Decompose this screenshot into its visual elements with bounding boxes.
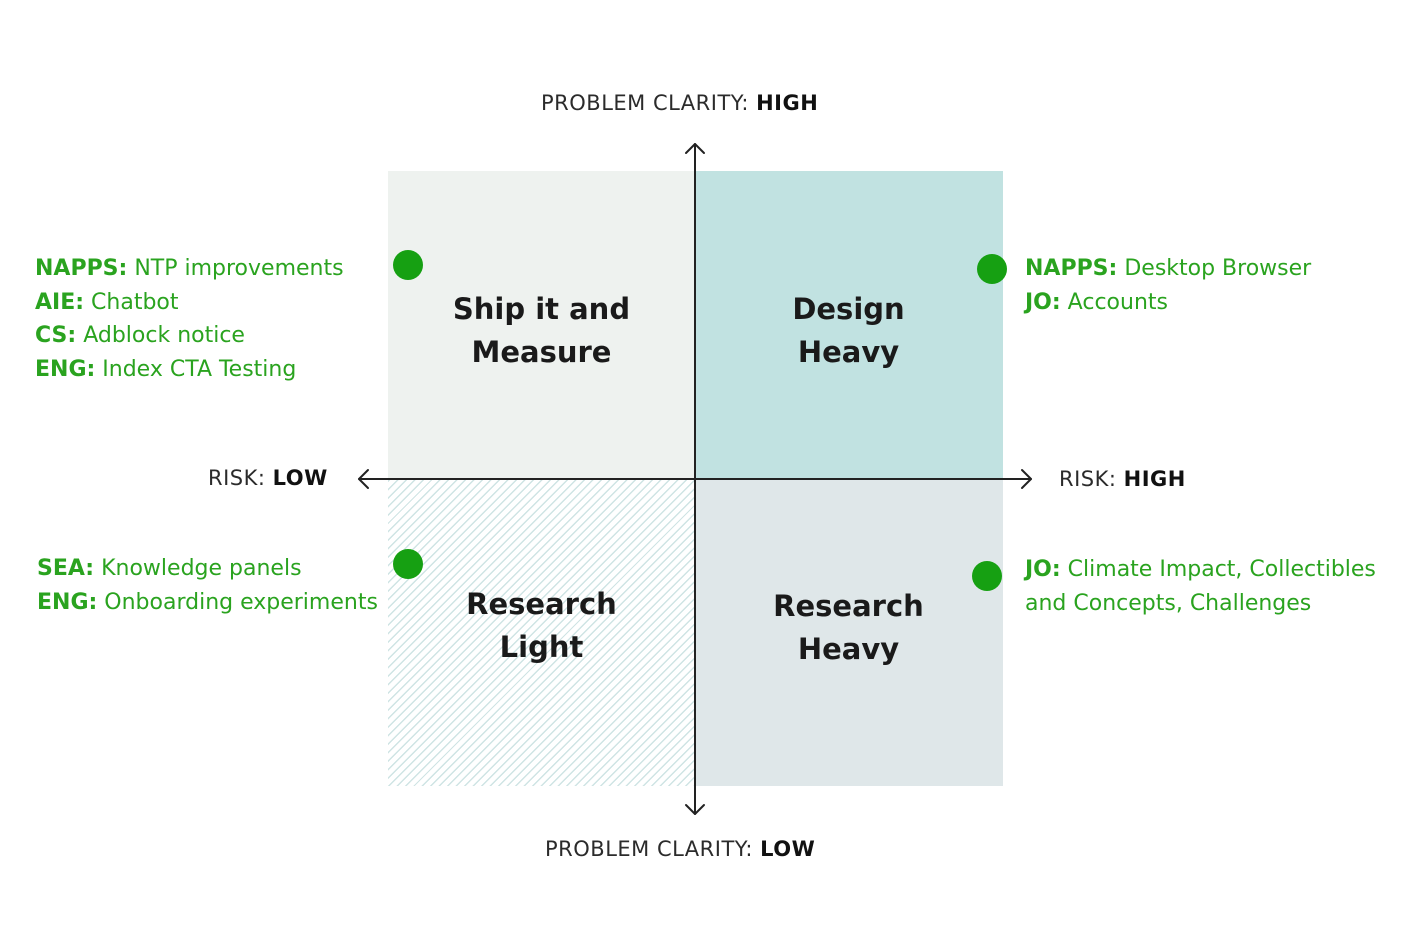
quadrant-ship-it-and-measure: Ship it and Measure <box>388 171 695 479</box>
quadrant-design-heavy: Design Heavy <box>695 171 1003 479</box>
quadrant-label-line: Measure <box>471 335 612 369</box>
project-list-top-left: NAPPS: NTP improvements AIE: Chatbot CS:… <box>35 252 344 387</box>
quadrant-label-line: Research <box>466 587 617 621</box>
quadrant-label-line: Design <box>792 292 905 326</box>
quadrant-label-line: Heavy <box>797 335 900 369</box>
project-item: SEA: Knowledge panels <box>37 556 302 581</box>
marker-dot-top-right <box>977 254 1007 284</box>
project-item: CS: Adblock notice <box>35 323 245 349</box>
project-item: ENG: Onboarding experiments <box>37 589 378 615</box>
quadrant-label-line: Heavy <box>797 632 900 666</box>
quadrant-label-line: Research <box>773 589 924 623</box>
quadrant-label-research-light: Research Light <box>388 583 695 669</box>
quadrant-label-line: Ship it and <box>452 292 631 326</box>
project-item: AIE: Chatbot <box>35 289 179 315</box>
quadrant-research-heavy: Research Heavy <box>695 479 1003 786</box>
project-item: and Concepts, Challenges <box>1025 590 1312 616</box>
arrow-left-icon <box>358 469 369 489</box>
quadrant-research-light: Research Light <box>388 479 695 786</box>
marker-dot-bottom-left <box>393 549 423 579</box>
marker-dot-top-left <box>393 250 423 280</box>
quadrant-label-design-heavy: Design Heavy <box>695 288 1002 374</box>
axis-label-left: RISK: LOW <box>208 466 328 490</box>
project-list-bottom-right: JO: Climate Impact, Collectibles and Con… <box>1025 553 1376 620</box>
axis-label-top: PROBLEM CLARITY: HIGH <box>541 91 819 115</box>
project-list-bottom-left: SEA: Knowledge panels ENG: Onboarding ex… <box>37 552 378 619</box>
quadrant-label-ship-it: Ship it and Measure <box>388 288 695 374</box>
project-item: JO: Climate Impact, Collectibles <box>1025 557 1376 582</box>
axis-label-right: RISK: HIGH <box>1059 467 1186 491</box>
quadrant-label-research-heavy: Research Heavy <box>695 585 1002 671</box>
project-item: NAPPS: Desktop Browser <box>1025 256 1312 281</box>
project-item: ENG: Index CTA Testing <box>35 357 297 383</box>
quadrant-label-line: Light <box>499 630 584 664</box>
arrow-up-icon <box>685 143 705 154</box>
axis-label-bottom: PROBLEM CLARITY: LOW <box>545 837 816 861</box>
arrow-down-icon <box>685 804 705 815</box>
arrow-right-icon <box>1021 469 1032 489</box>
project-item: NAPPS: NTP improvements <box>35 256 344 281</box>
project-item: JO: Accounts <box>1025 289 1168 315</box>
marker-dot-bottom-right <box>972 561 1002 591</box>
project-list-top-right: NAPPS: Desktop Browser JO: Accounts <box>1025 252 1311 319</box>
